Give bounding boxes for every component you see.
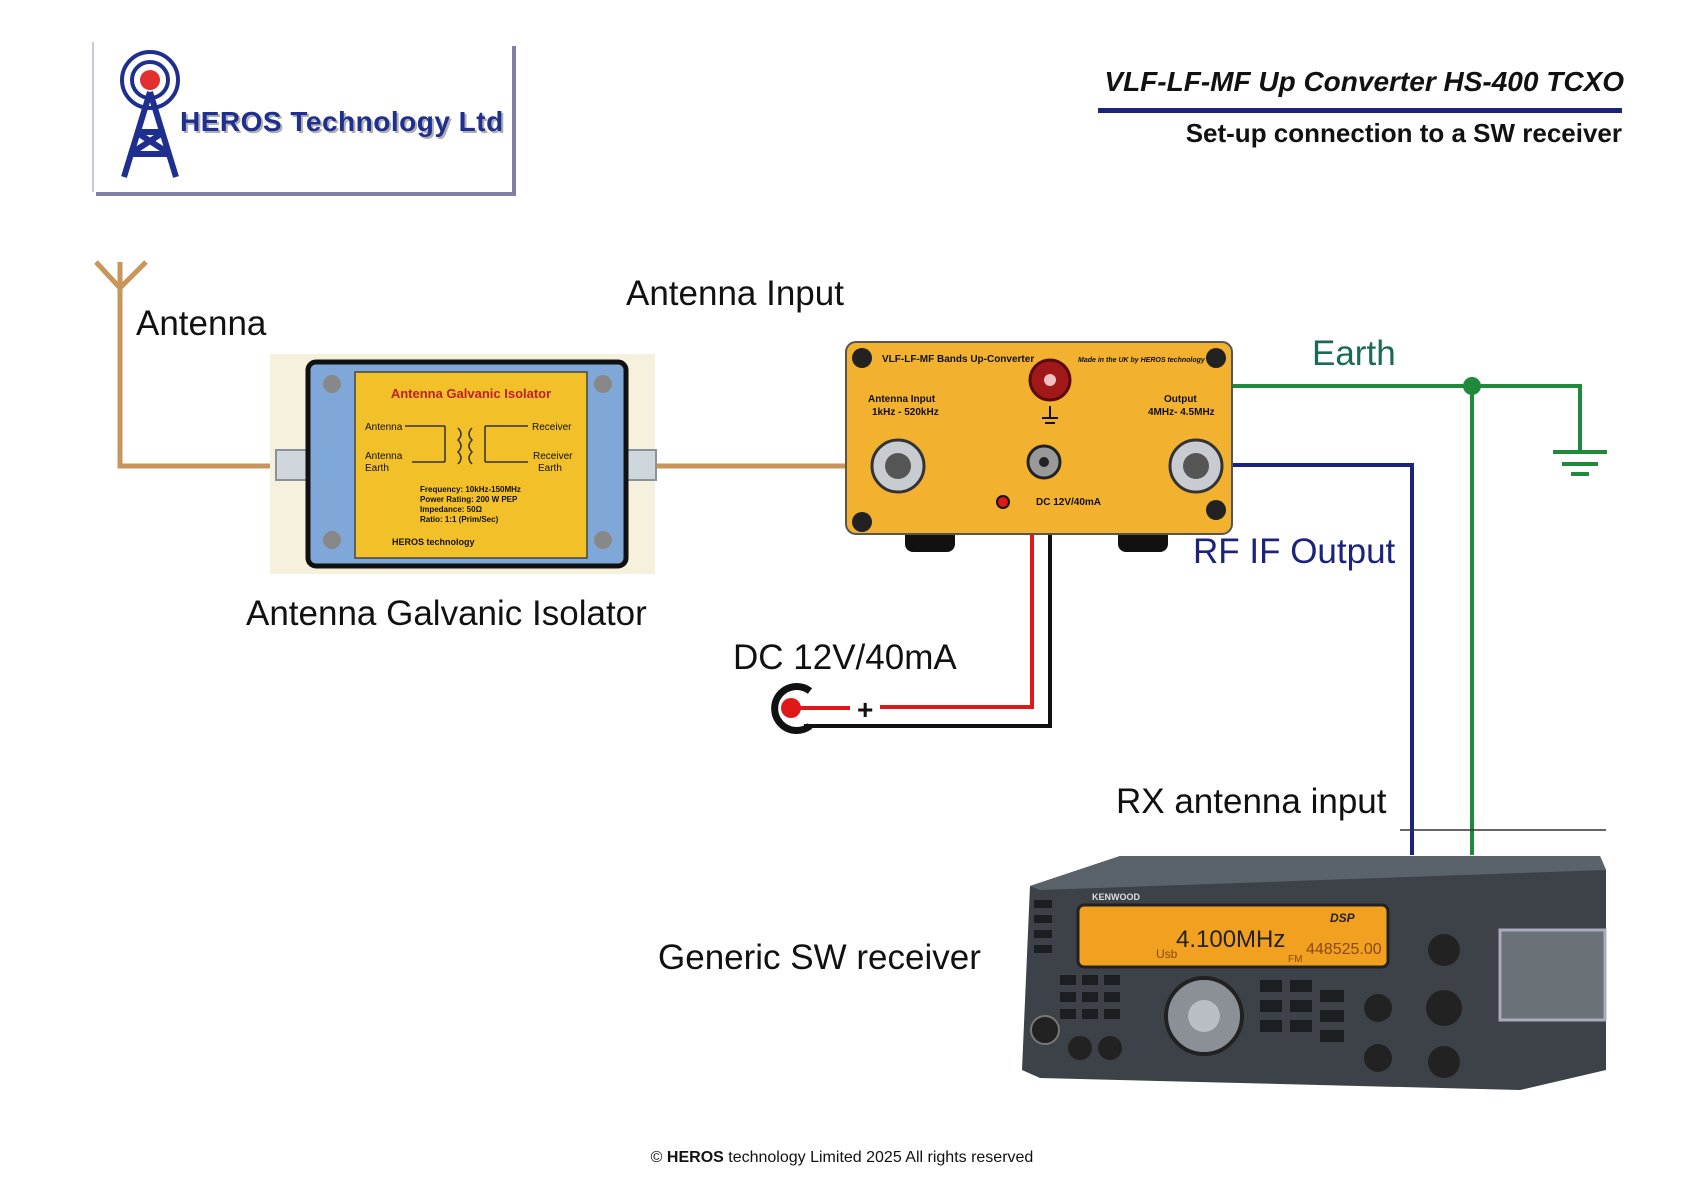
company-logo	[92, 42, 512, 192]
screw-icon	[852, 348, 872, 368]
page-subtitle: Set-up connection to a SW receiver	[1185, 118, 1622, 148]
receiver-display	[1076, 903, 1390, 969]
isolator-spec-2: Power Rating: 200 W PEP	[420, 495, 518, 504]
dc-plus-sign: +	[857, 694, 873, 725]
transformer-coils	[456, 427, 474, 465]
isolator-receiver-earth-2: Earth	[538, 463, 562, 474]
antenna-input-label: Antenna Input	[626, 274, 844, 313]
antenna-label: Antenna	[136, 304, 267, 343]
converter-dc-label: DC 12V/40mA	[1036, 497, 1101, 508]
isolator-spec-3: Impedance: 50Ω	[420, 505, 483, 514]
isolator-spec-4: Ratio: 1:1 (Prim/Sec)	[420, 515, 499, 524]
isolator-antenna-earth-1: Antenna	[365, 451, 403, 462]
knob-icon	[1428, 1046, 1460, 1078]
copyright-footer: © HEROS technology Limited 2025 All righ…	[0, 1149, 1684, 1167]
knob-icon	[1428, 934, 1460, 966]
rf-if-cable	[1228, 463, 1414, 855]
converter-made-in: Made in the UK by HEROS technology	[1078, 357, 1206, 364]
antenna-symbol	[94, 260, 280, 469]
knob-icon	[1426, 990, 1462, 1026]
screw-icon	[323, 375, 341, 393]
receiver-mode: Usb	[1156, 947, 1178, 961]
dc-plug-icon	[771, 683, 850, 734]
converter-title: VLF-LF-MF Bands Up-Converter	[882, 354, 1034, 365]
knob-icon	[1364, 994, 1392, 1022]
transformer-schematic	[405, 425, 528, 463]
receiver-frequency: 4.100MHz	[1176, 926, 1285, 953]
isolator-brand: HEROS technology	[392, 537, 475, 547]
isolator-label: Antenna Galvanic Isolator	[246, 594, 647, 633]
company-name: HEROS Technology Ltd	[180, 106, 504, 137]
isolator-panel-title: Antenna Galvanic Isolator	[391, 386, 551, 401]
rf-if-output-label: RF IF Output	[1193, 532, 1396, 571]
isolator-spec-1: Frequency: 10kHz-150MHz	[420, 485, 521, 494]
mic-connector-icon	[1030, 1015, 1060, 1045]
footer-text: technology Limited 2025 All rights reser…	[728, 1149, 1034, 1166]
converter-antenna-input-2: 1kHz - 520kHz	[872, 407, 939, 418]
knob-icon	[1364, 1044, 1392, 1072]
screw-icon	[1206, 500, 1226, 520]
generic-receiver-label: Generic SW receiver	[658, 938, 981, 977]
isolator-antenna-earth-2: Earth	[365, 463, 389, 474]
screw-icon	[594, 375, 612, 393]
earth-label: Earth	[1312, 334, 1396, 373]
copyright-symbol: ©	[650, 1149, 663, 1166]
converter-output-1: Output	[1164, 394, 1197, 405]
dc-label: DC 12V/40mA	[733, 638, 957, 677]
isolator-antenna-label: Antenna	[365, 422, 403, 433]
isolator-receiver-earth-1: Receiver	[533, 451, 573, 462]
receiver-handle	[1498, 928, 1607, 1022]
dc-positive-wire	[880, 470, 1034, 709]
footer-brand: HEROS	[666, 1149, 724, 1166]
earth-junction	[1463, 377, 1481, 395]
title-rule	[1098, 108, 1622, 113]
receiver-keypad	[1034, 900, 1344, 1042]
receiver-brand: KENWOOD	[1092, 892, 1140, 902]
knob-icon	[1098, 1036, 1122, 1060]
screw-icon	[323, 531, 341, 549]
converter-antenna-input-1: Antenna Input	[868, 394, 936, 405]
knob-icon	[1068, 1036, 1092, 1060]
converter-output-2: 4MHz- 4.5MHz	[1148, 407, 1215, 418]
up-converter-device: VLF-LF-MF Bands Up-Converter Made in the…	[845, 341, 1233, 552]
receiver-fm: FM	[1288, 954, 1302, 965]
screw-icon	[1206, 348, 1226, 368]
screw-icon	[852, 512, 872, 532]
isolator-device: Antenna Galvanic Isolator Antenna Receiv…	[270, 354, 657, 574]
receiver-sub-frequency: 448525.00	[1306, 941, 1382, 958]
dc-negative-wire	[804, 470, 1052, 728]
antenna-tower-icon	[120, 50, 180, 178]
sw-receiver-device: KENWOOD DSP 4.100MHz 448525.00 Usb FM	[1022, 856, 1607, 1090]
receiver-dsp: DSP	[1330, 911, 1356, 925]
screw-icon	[594, 531, 612, 549]
rx-antenna-input-label: RX antenna input	[1116, 782, 1387, 821]
page-title: VLF-LF-MF Up Converter HS-400 TCXO	[1104, 66, 1624, 97]
isolator-receiver-label: Receiver	[532, 422, 572, 433]
